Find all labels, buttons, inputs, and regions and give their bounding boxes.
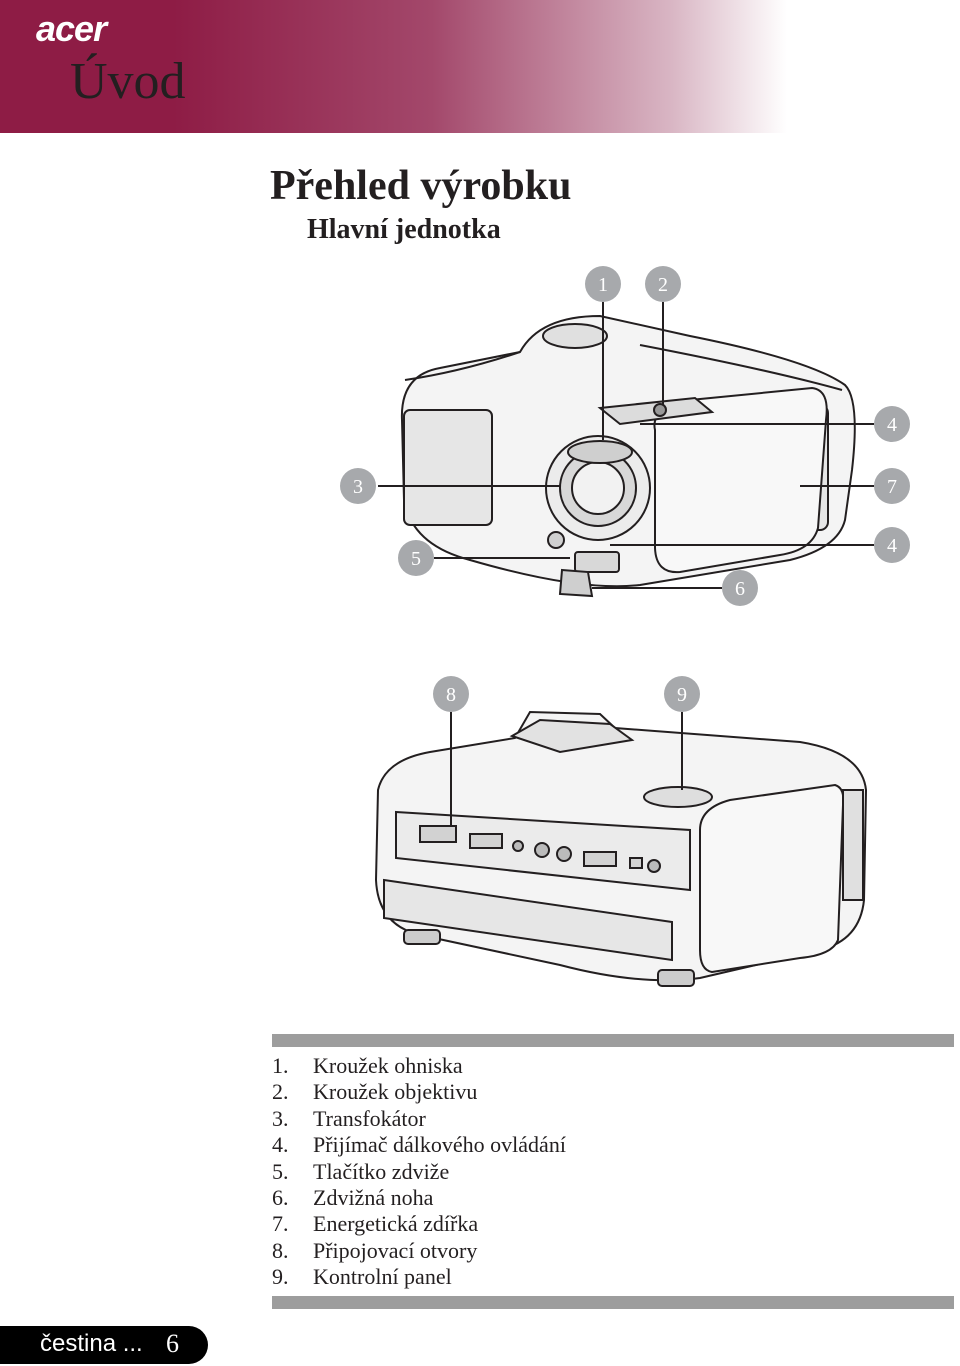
chapter-header-banner: acer Úvod <box>0 0 960 133</box>
legend-item-number: 4. <box>272 1132 289 1158</box>
callout-7: 7 <box>874 468 910 504</box>
legend-item-label: Zdvižná noha <box>313 1184 434 1210</box>
svg-text:4: 4 <box>887 414 897 436</box>
svg-text:8: 8 <box>446 684 456 706</box>
acer-logo: acer <box>36 8 107 49</box>
legend-item-number: 6. <box>272 1184 289 1210</box>
legend-item: 4. Přijímač dálkového ovládání <box>272 1132 566 1158</box>
legend-item-label: Přijímač dálkového ovládání <box>313 1132 566 1158</box>
legend-item-number: 7. <box>272 1211 289 1237</box>
callout-3: 3 <box>340 468 376 504</box>
legend-item: 6. Zdvižná noha <box>272 1185 566 1211</box>
legend-item-number: 5. <box>272 1158 289 1184</box>
callout-2: 2 <box>645 266 681 302</box>
legend-item-number: 8. <box>272 1237 289 1263</box>
page-footer: čestina ... 6 <box>0 1326 208 1364</box>
page-number: 6 <box>166 1329 179 1358</box>
legend-item: 9. Kontrolní panel <box>272 1264 566 1290</box>
callout-4: 4 <box>874 406 910 442</box>
chapter-title: Úvod <box>70 53 186 110</box>
callout-markers: 1 2 3 4 7 5 4 6 8 9 <box>340 266 910 712</box>
page-subtitle: Hlavní jednotka <box>307 214 501 245</box>
svg-text:7: 7 <box>887 476 897 498</box>
svg-text:1: 1 <box>598 274 608 296</box>
legend-item: 5. Tlačítko zdviže <box>272 1159 566 1185</box>
legend-item-number: 1. <box>272 1053 289 1078</box>
projector-rear-drawing <box>374 710 868 987</box>
legend-item-number: 3. <box>272 1105 289 1131</box>
legend-item-label: Tlačítko zdviže <box>313 1158 450 1184</box>
svg-text:4: 4 <box>887 535 897 557</box>
callout-4: 4 <box>874 527 910 563</box>
legend-item-label: Energetická zdířka <box>313 1211 479 1237</box>
projector-front-drawing <box>400 314 856 598</box>
legend-item-label: Kroužek ohniska <box>313 1053 463 1078</box>
legend-item-label: Kontrolní panel <box>313 1264 452 1290</box>
legend-item-label: Kroužek objektivu <box>313 1079 478 1105</box>
legend-top-rule <box>272 1034 954 1047</box>
svg-text:9: 9 <box>677 684 687 706</box>
svg-text:2: 2 <box>658 274 668 296</box>
svg-text:6: 6 <box>735 578 745 600</box>
callout-1: 1 <box>585 266 621 302</box>
legend-bottom-rule <box>272 1296 954 1309</box>
legend-item-label: Transfokátor <box>313 1105 426 1131</box>
footer-language: čestina ... <box>40 1330 143 1357</box>
callout-6: 6 <box>722 570 758 606</box>
legend-item-number: 2. <box>272 1079 289 1105</box>
callout-8: 8 <box>433 676 469 712</box>
svg-text:5: 5 <box>411 548 421 570</box>
legend-item: 3. Transfokátor <box>272 1106 566 1132</box>
callout-5: 5 <box>398 540 434 576</box>
legend-item: 1. Kroužek ohniska <box>272 1053 566 1079</box>
svg-text:3: 3 <box>353 476 363 498</box>
legend-item: 2. Kroužek objektivu <box>272 1079 566 1105</box>
parts-legend: 1. Kroužek ohniska 2. Kroužek objektivu 3. Tr… <box>272 1053 566 1291</box>
legend-item: 7. Energetická zdířka <box>272 1211 566 1237</box>
legend-item: 8. Připojovací otvory <box>272 1238 566 1264</box>
legend-item-number: 9. <box>272 1264 289 1290</box>
legend-item-label: Připojovací otvory <box>313 1237 478 1263</box>
page-title: Přehled výrobku <box>270 163 572 209</box>
callout-9: 9 <box>664 676 700 712</box>
